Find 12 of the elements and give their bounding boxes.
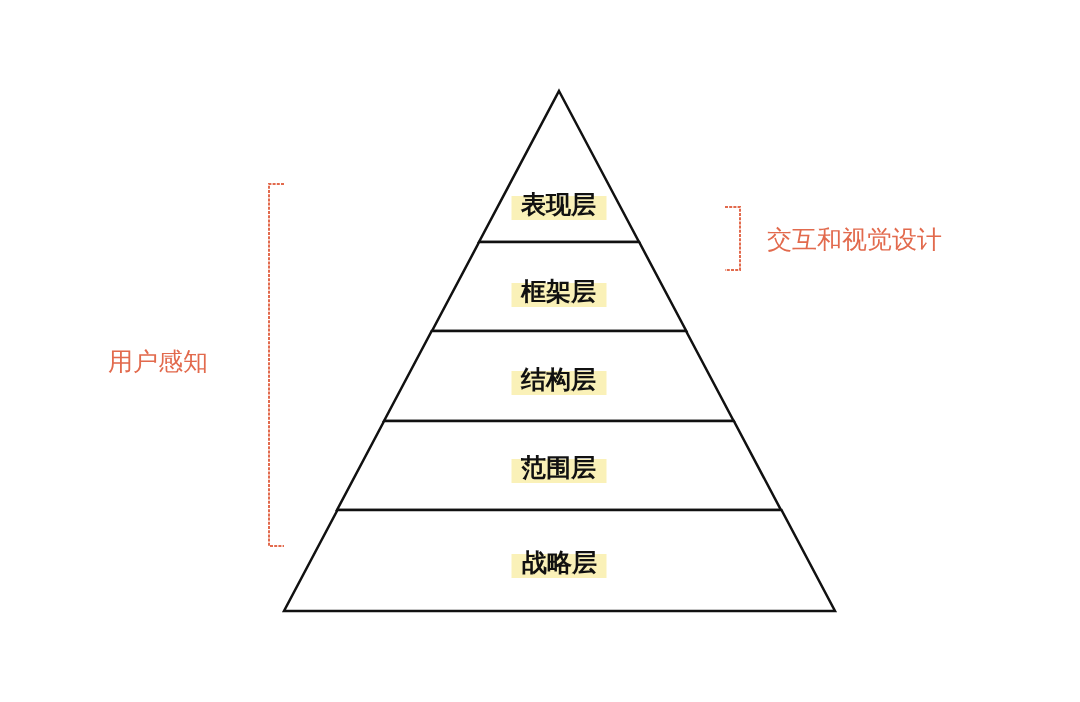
layer-label: 框架层 bbox=[511, 277, 607, 307]
layer-label: 表现层 bbox=[511, 190, 607, 220]
bracket-label: 交互和视觉设计 bbox=[767, 225, 942, 255]
layer-label: 结构层 bbox=[511, 365, 607, 395]
pyramid-layer bbox=[431, 242, 687, 331]
pyramid-layer bbox=[384, 331, 734, 421]
pyramid-layer bbox=[337, 421, 781, 510]
bracket-label: 用户感知 bbox=[108, 347, 208, 377]
layer-label: 范围层 bbox=[511, 453, 607, 483]
layer-label: 战略层 bbox=[511, 548, 607, 578]
pyramid-top-layer bbox=[479, 91, 639, 242]
pyramid-layer bbox=[283, 510, 835, 611]
